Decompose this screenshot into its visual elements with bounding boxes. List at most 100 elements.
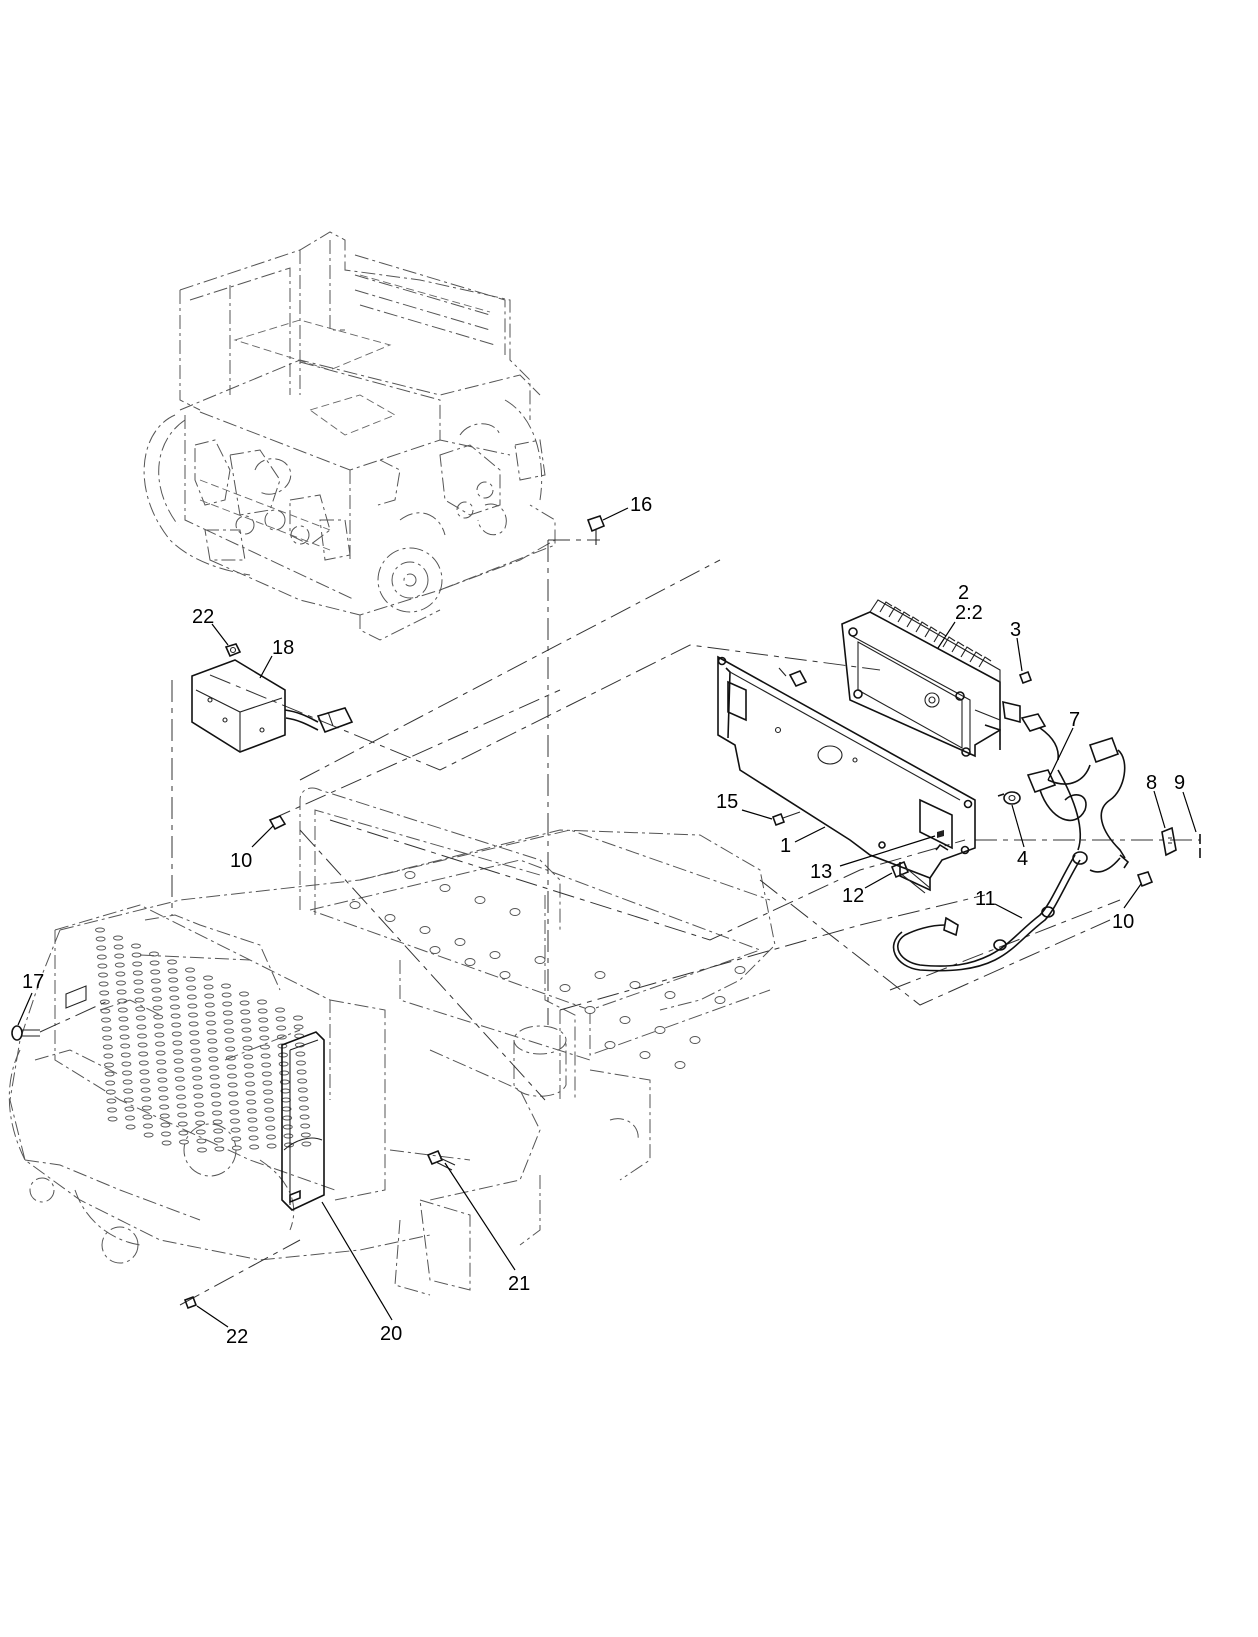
grill-slot <box>95 936 106 942</box>
callout-1: 1 <box>780 835 791 857</box>
grill-slot <box>209 1065 219 1071</box>
grill-slot <box>137 1042 148 1048</box>
grill-slot <box>153 1023 164 1029</box>
pan-hole <box>454 938 466 946</box>
grill-slot <box>134 997 145 1003</box>
grill-slot <box>192 1084 203 1090</box>
grill-slot <box>176 1103 187 1109</box>
grill-slot <box>226 1064 237 1070</box>
grill-slot <box>143 1123 153 1129</box>
grill-slot <box>105 1080 116 1086</box>
grill-slot <box>205 1011 216 1017</box>
heatsink-fin <box>951 641 965 653</box>
grill-slot <box>174 1067 185 1073</box>
grill-slot <box>193 1093 204 1099</box>
grill-slot <box>266 1134 276 1140</box>
grill-slot <box>107 1116 118 1122</box>
grill-slot <box>240 1018 251 1024</box>
grill-slot <box>261 1062 272 1068</box>
grill-slot <box>295 1051 306 1057</box>
pan-hole <box>384 914 396 922</box>
grill-slot <box>265 1125 276 1131</box>
grill-slot <box>293 1015 303 1021</box>
heatsink-fin <box>897 611 911 623</box>
grill-slot <box>179 1139 189 1145</box>
callout-7: 7 <box>1069 709 1080 731</box>
grill-slot <box>204 1002 215 1008</box>
grill-slot <box>243 1054 254 1060</box>
harness-7 <box>1020 713 1130 869</box>
grill-slot <box>114 962 125 968</box>
grill-slot <box>152 996 162 1002</box>
grill-slot <box>239 991 249 997</box>
engine-assembly-phantom <box>143 231 556 641</box>
grill-slot <box>167 959 177 965</box>
nut-22-bottom <box>183 1295 198 1310</box>
grill-slot <box>154 1032 165 1038</box>
grill-slot <box>257 1008 268 1014</box>
grill-slot <box>135 1015 146 1021</box>
grill-slot <box>160 1122 171 1128</box>
grill-slot <box>230 1118 240 1124</box>
grill-slot <box>246 1108 257 1114</box>
grill-slot <box>239 1000 250 1006</box>
grill-slot <box>120 1052 131 1058</box>
grill-slot <box>249 1144 260 1150</box>
grill-slot <box>282 1124 293 1130</box>
pan-hole <box>534 956 546 964</box>
grill-slot <box>195 1120 206 1126</box>
grill-slot <box>142 1114 153 1120</box>
grill-slot <box>212 1119 223 1125</box>
grill-slot <box>115 971 126 977</box>
pan-hole <box>439 884 451 892</box>
grill-slot <box>263 1098 274 1104</box>
grill-slot <box>120 1043 131 1049</box>
chassis-phantom <box>8 787 776 1296</box>
grill-slot <box>158 1086 168 1092</box>
grill-slot <box>207 1038 218 1044</box>
grill-slot <box>245 1081 255 1087</box>
grill-slot <box>187 1003 198 1009</box>
pan-hole <box>474 896 486 904</box>
grill-slot <box>159 1104 170 1110</box>
grill-slot <box>196 1138 207 1144</box>
grill-slot <box>132 961 143 967</box>
pan-hole <box>489 951 501 959</box>
grill-slot <box>194 1111 205 1117</box>
plate-bolt <box>778 667 808 688</box>
grill-slot <box>231 1145 242 1151</box>
pan-hole <box>674 1061 686 1069</box>
grill-slot <box>296 1060 306 1066</box>
grill-slot <box>224 1037 235 1043</box>
grill-slot <box>97 963 108 969</box>
grill-slot <box>106 1098 117 1104</box>
grill-slot <box>113 935 123 941</box>
heatsink-fin <box>969 651 983 663</box>
grill-slot <box>222 1001 233 1007</box>
callout-labels: 16 2 2:2 3 22 18 7 8 9 15 1 4 10 13 12 1… <box>22 494 1185 1348</box>
heatsink-fin <box>915 621 929 633</box>
grill-slot <box>225 1046 236 1052</box>
grill-slot <box>229 1109 240 1115</box>
terminal-13 <box>937 830 944 838</box>
grill-slot <box>103 1053 114 1059</box>
grill-slot <box>149 951 159 957</box>
grill-slot <box>247 1117 258 1123</box>
grill-slot <box>189 1039 200 1045</box>
grill-slot <box>158 1095 169 1101</box>
callout-4: 4 <box>1017 848 1028 870</box>
grill-slot <box>141 1096 152 1102</box>
grill-slot <box>125 1115 135 1121</box>
fuse-holder-8 <box>1161 826 1177 857</box>
grill-slot <box>138 1060 149 1066</box>
grill-slot <box>173 1049 183 1055</box>
callout-21: 21 <box>508 1273 530 1295</box>
controller-2 <box>841 599 1021 758</box>
grill-slot <box>244 1072 255 1078</box>
pan-hole <box>664 991 676 999</box>
grill-slot <box>300 1132 311 1138</box>
grill-slot <box>174 1076 185 1082</box>
callout-18: 18 <box>272 637 294 659</box>
grill-slot <box>118 1016 129 1022</box>
grill-slot <box>121 1061 132 1067</box>
